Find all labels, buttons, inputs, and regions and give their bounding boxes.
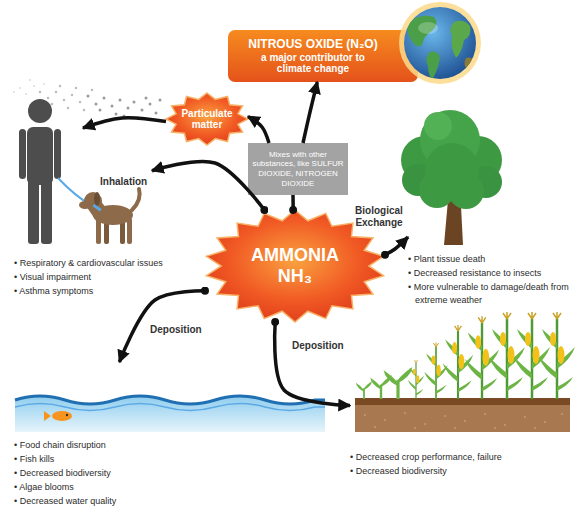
person-leg: [28, 180, 39, 244]
water-wave: [15, 396, 325, 404]
flow-arrow: [152, 161, 264, 210]
dog-snout: [79, 201, 91, 209]
globe-glow: [399, 2, 481, 84]
tree-highlight: [424, 112, 452, 140]
connector-group: [83, 82, 408, 405]
water-band: [15, 396, 325, 432]
corn-plant: [489, 312, 525, 399]
dog-ear: [94, 192, 100, 206]
impact-bullet: • Decreased biodiversity: [14, 466, 324, 480]
flow-arrow: [385, 237, 408, 255]
flow-arrow: [275, 322, 350, 405]
water-impact-group: • Food chain disruption• Fish kills• Dec…: [14, 362, 324, 512]
edge-label: Inhalation: [100, 176, 160, 188]
globe-continents: [407, 16, 474, 80]
corn-plant: [539, 312, 575, 399]
corn-plant: [514, 312, 550, 399]
banner-title: NITROUS OXIDE (N₂O): [248, 37, 377, 51]
corn-plant: [443, 325, 474, 399]
burst-label: Particulate matter: [179, 108, 235, 130]
particulate-burst: Particulate matter: [166, 93, 248, 145]
dog-tail: [132, 189, 140, 210]
impact-bullet: • Decreased crop performance, failure: [350, 450, 575, 464]
soil-band: [355, 398, 570, 432]
soil-top: [355, 398, 570, 405]
particle-cloud: [88, 96, 160, 118]
tree-canopy: [425, 143, 479, 197]
corn-plant: [408, 360, 424, 399]
impact-bullet: • More vulnerable to damage/death from e…: [408, 281, 576, 307]
person-torso: [27, 127, 53, 185]
flow-arrow: [291, 195, 295, 210]
continent: [426, 52, 440, 80]
fish-body: [52, 411, 72, 421]
human-impact-group: • Respiratory & cardiovascular issues• V…: [14, 128, 152, 306]
corn-plant: [424, 342, 447, 399]
impact-bullet: • Algae blooms: [14, 480, 324, 494]
impact-bullet: • Plant tissue death: [408, 253, 576, 266]
impact-bullet: • Respiratory & cardiovascular issues: [14, 256, 152, 270]
flow-arrow: [248, 116, 269, 143]
mixing-box: Mixes with other substances, like SULFUR…: [248, 143, 348, 195]
continent: [450, 21, 470, 58]
continent: [407, 16, 436, 47]
gas-banner: NITROUS OXIDE (N₂O)a major contributor t…: [228, 30, 418, 82]
soil-texture: [365, 413, 562, 428]
sprout-plant: [384, 367, 413, 399]
chemical-formula: NH₃: [278, 266, 312, 287]
crop-impact-group: • Decreased crop performance, failure• D…: [350, 318, 575, 483]
corn-plant: [465, 316, 499, 399]
flow-arrow: [119, 291, 205, 362]
plant-impact-group: • Plant tissue death• Decreased resistan…: [408, 110, 576, 315]
dog-collar: [93, 204, 102, 212]
box-label: Mixes with other substances, like SULFUR…: [251, 150, 345, 188]
impact-bullet: • Asthma symptoms: [14, 284, 152, 298]
continent: [465, 58, 475, 69]
impact-bullet: • Decreased biodiversity: [350, 464, 575, 478]
globe-shine: [418, 22, 438, 34]
impact-bullet: • Food chain disruption: [14, 438, 324, 452]
burst-shape: [166, 93, 248, 145]
banner-subtitle: a major contributor to climate change: [253, 52, 373, 75]
particle-cloud: [14, 80, 44, 100]
burst-title: AMMONIA: [251, 245, 339, 266]
impact-bullet: • Decreased resistance to insects: [408, 267, 576, 280]
globe-ocean: [404, 7, 476, 79]
sprout-plant: [356, 381, 372, 399]
flow-arrow: [83, 118, 166, 128]
fish-eye: [66, 414, 68, 416]
edge-label: Deposition: [150, 324, 220, 336]
impact-bullet: • Decreased water quality: [14, 494, 324, 508]
fish-tail: [44, 411, 51, 421]
edge-label: Deposition: [292, 340, 362, 352]
edge-label: Biological Exchange: [346, 205, 412, 229]
flow-arrow: [303, 82, 317, 143]
water-wave: [15, 404, 325, 411]
person-arm: [54, 129, 61, 179]
impact-bullet: • Visual impairment: [14, 270, 152, 284]
dog-leg: [127, 218, 132, 244]
impact-bullet: • Fish kills: [14, 452, 324, 466]
person-leg: [41, 180, 52, 244]
person-arm: [19, 129, 26, 179]
person-head: [28, 99, 52, 123]
